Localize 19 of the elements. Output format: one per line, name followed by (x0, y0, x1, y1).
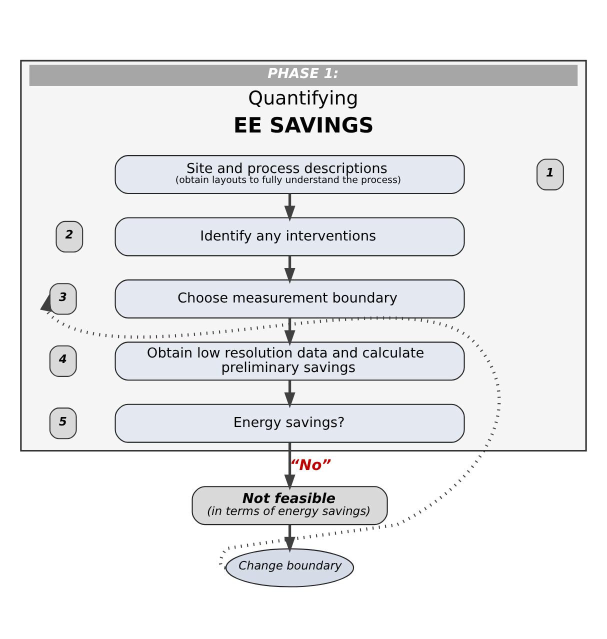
node-box: Obtain low resolution data and calculate preliminary savings (114, 342, 465, 381)
arrow (284, 318, 296, 346)
arrow (284, 524, 296, 553)
node-box: Choose measurement boundary (114, 279, 465, 318)
node-box: 1 (536, 158, 564, 190)
node-box: 5 (49, 408, 77, 440)
node-box: 3 (49, 283, 77, 315)
node-box: Energy savings? (114, 404, 465, 443)
node-box: Identify any interventions (114, 217, 465, 256)
arrow (284, 442, 296, 490)
node-box: Not feasible (in terms of energy savings) (192, 486, 388, 526)
edge-label: “No” (290, 456, 332, 474)
node-box: Site and process descriptions (obtain layouts to fully understand the process) (114, 155, 465, 194)
arrow (284, 256, 296, 284)
node-box: 2 (56, 220, 84, 253)
node-ellipse: Change boundary (226, 548, 354, 588)
arrow (284, 194, 296, 222)
arrow (284, 380, 296, 408)
node-box: 4 (49, 345, 77, 377)
